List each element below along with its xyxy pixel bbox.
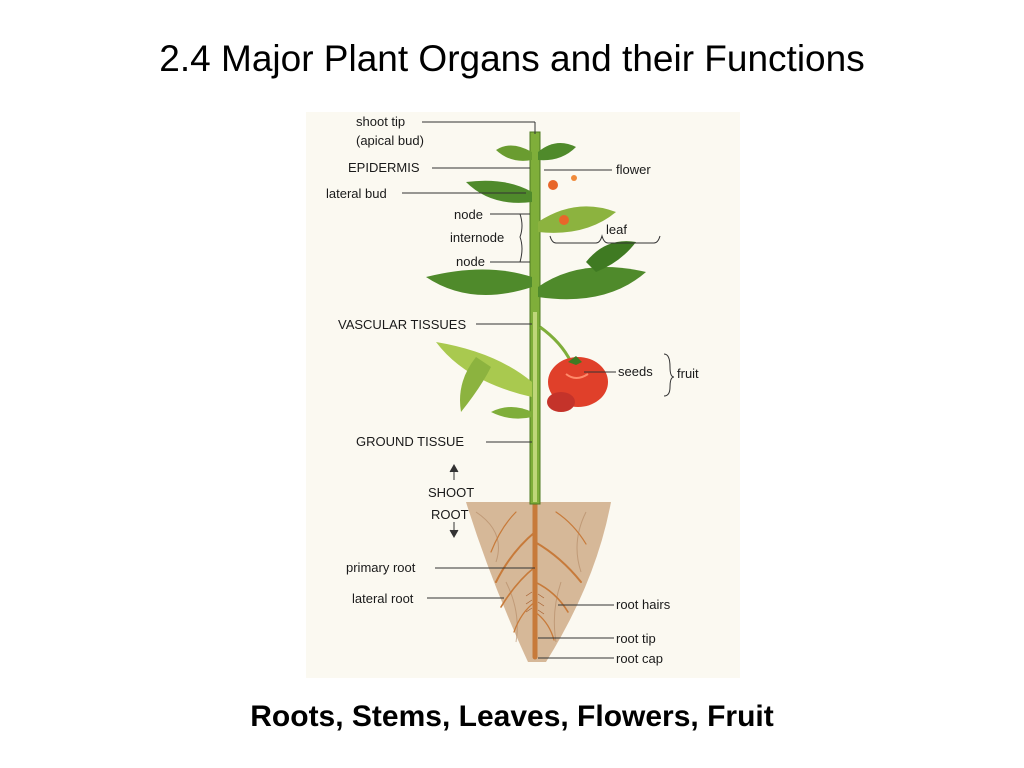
label-node-upper: node (454, 207, 483, 222)
fruit-branch (540, 327, 571, 362)
label-shoot: SHOOT (428, 485, 474, 500)
label-root-hairs: root hairs (616, 597, 671, 612)
label-vascular-tissues: VASCULAR TISSUES (338, 317, 466, 332)
plant-diagram: shoot tip (apical bud) EPIDERMIS lateral… (306, 112, 740, 678)
plant-diagram-svg: shoot tip (apical bud) EPIDERMIS lateral… (306, 112, 740, 678)
label-apical-bud: (apical bud) (356, 133, 424, 148)
slide-title: 2.4 Major Plant Organs and their Functio… (0, 38, 1024, 80)
label-root-cap: root cap (616, 651, 663, 666)
label-flower: flower (616, 162, 651, 177)
label-seeds: seeds (618, 364, 653, 379)
label-node-lower: node (456, 254, 485, 269)
label-root: ROOT (431, 507, 469, 522)
label-lateral-root: lateral root (352, 591, 414, 606)
label-shoot-tip: shoot tip (356, 114, 405, 129)
slide-subtitle: Roots, Stems, Leaves, Flowers, Fruit (0, 700, 1024, 734)
label-primary-root: primary root (346, 560, 416, 575)
label-lateral-bud: lateral bud (326, 186, 387, 201)
label-epidermis: EPIDERMIS (348, 160, 420, 175)
label-ground-tissue: GROUND TISSUE (356, 434, 464, 449)
label-fruit: fruit (677, 366, 699, 381)
tomato-fruit (547, 356, 608, 412)
vascular-strand (533, 312, 537, 502)
label-root-tip: root tip (616, 631, 656, 646)
label-leaf: leaf (606, 222, 627, 237)
label-internode: internode (450, 230, 504, 245)
